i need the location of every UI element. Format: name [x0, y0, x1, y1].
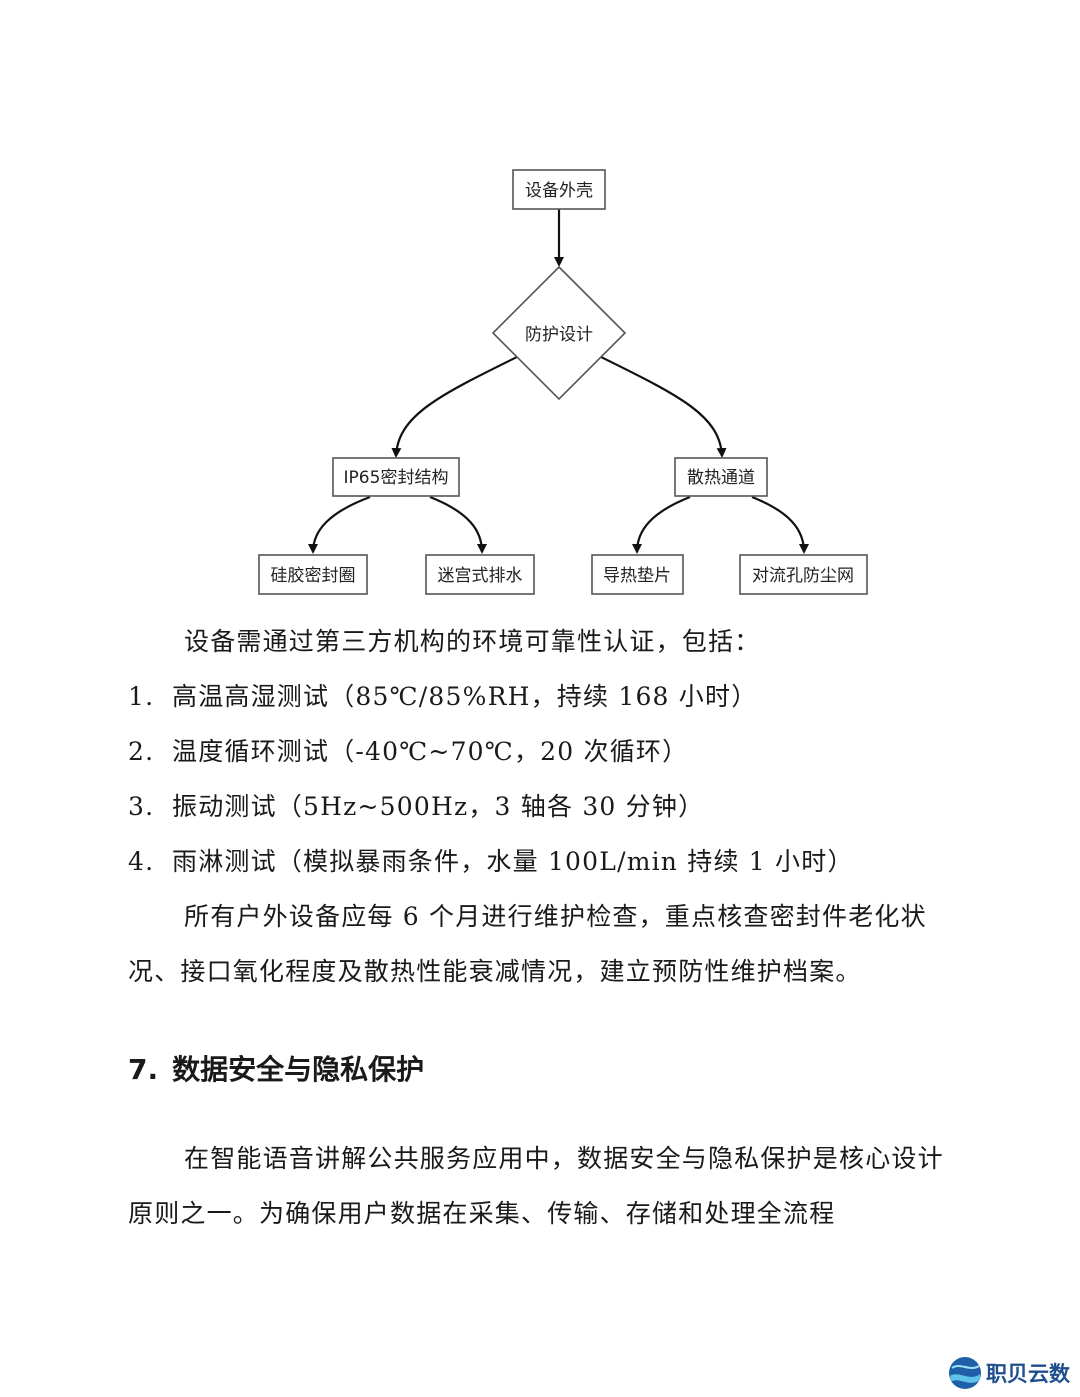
node-thermal-pad: 导热垫片: [591, 554, 684, 595]
test-item-text: 雨淋测试（模拟暴雨条件，水量 100L/min 持续 1 小时）: [172, 847, 854, 876]
brand-logo: 职贝云数: [948, 1352, 1070, 1394]
section-heading: 7. 数据安全与隐私保护: [128, 1046, 424, 1094]
intro-paragraph: 设备需通过第三方机构的环境可靠性认证，包括：: [184, 627, 761, 656]
node-vent-dust-net: 对流孔防尘网: [739, 554, 868, 595]
node-pad-label: 导热垫片: [603, 566, 671, 586]
test-item-text: 高温高湿测试（85℃/85%RH，持续 168 小时）: [172, 682, 758, 711]
edge-seal-to-maze: [429, 495, 487, 554]
test-item-number: 2.: [128, 737, 155, 766]
section-body-paragraph: 在智能语音讲解公共服务应用中，数据安全与隐私保护是核心设计原则之一。为确保用户数…: [128, 1144, 944, 1228]
edge-heat-to-vent: [751, 495, 809, 554]
section-title: 数据安全与隐私保护: [172, 1053, 425, 1086]
node-heat-channel: 散热通道: [674, 457, 768, 497]
logo-globe-icon: [949, 1357, 981, 1389]
section-number: 7.: [128, 1053, 159, 1086]
node-maze-label: 迷宫式排水: [438, 566, 523, 586]
edge-decision-to-heat: [598, 355, 727, 458]
node-seal-label: IP65密封结构: [344, 468, 449, 488]
node-root: 设备外壳: [512, 169, 606, 210]
edge-heat-to-pad: [632, 495, 691, 554]
maintenance-paragraph: 所有户外设备应每 6 个月进行维护检查，重点核查密封件老化状况、接口氧化程度及散…: [128, 902, 927, 986]
test-item-text: 温度循环测试（-40℃~70℃，20 次循环）: [172, 737, 689, 766]
node-decision: 防护设计: [491, 265, 627, 401]
edge-decision-to-seal: [391, 355, 520, 458]
test-item-number: 1.: [128, 682, 155, 711]
test-item-2: 2. 温度循环测试（-40℃~70℃，20 次循环）: [128, 724, 958, 779]
test-item-1: 1. 高温高湿测试（85℃/85%RH，持续 168 小时）: [128, 669, 958, 724]
node-silicone-label: 硅胶密封圈: [271, 566, 356, 586]
test-item-number: 4.: [128, 847, 155, 876]
logo-text: 职贝云数: [986, 1362, 1070, 1386]
test-item-4: 4. 雨淋测试（模拟暴雨条件，水量 100L/min 持续 1 小时）: [128, 834, 958, 889]
node-silicone-ring: 硅胶密封圈: [258, 554, 368, 595]
edge-seal-to-silicone: [308, 495, 371, 554]
node-seal-structure: IP65密封结构: [332, 457, 460, 497]
node-decision-label: 防护设计: [525, 325, 593, 345]
test-item-text: 振动测试（5Hz~500Hz，3 轴各 30 分钟）: [172, 792, 705, 821]
protection-design-flowchart: 设备外壳 防护设计 IP65密封结构 散热通道 硅胶密封圈 迷宫式排水 导热垫片…: [258, 169, 868, 595]
node-root-label: 设备外壳: [525, 181, 593, 201]
node-maze-drain: 迷宫式排水: [425, 554, 535, 595]
test-item-3: 3. 振动测试（5Hz~500Hz，3 轴各 30 分钟）: [128, 779, 958, 834]
node-vent-label: 对流孔防尘网: [752, 566, 854, 586]
node-heat-label: 散热通道: [687, 468, 755, 488]
test-item-number: 3.: [128, 792, 155, 821]
